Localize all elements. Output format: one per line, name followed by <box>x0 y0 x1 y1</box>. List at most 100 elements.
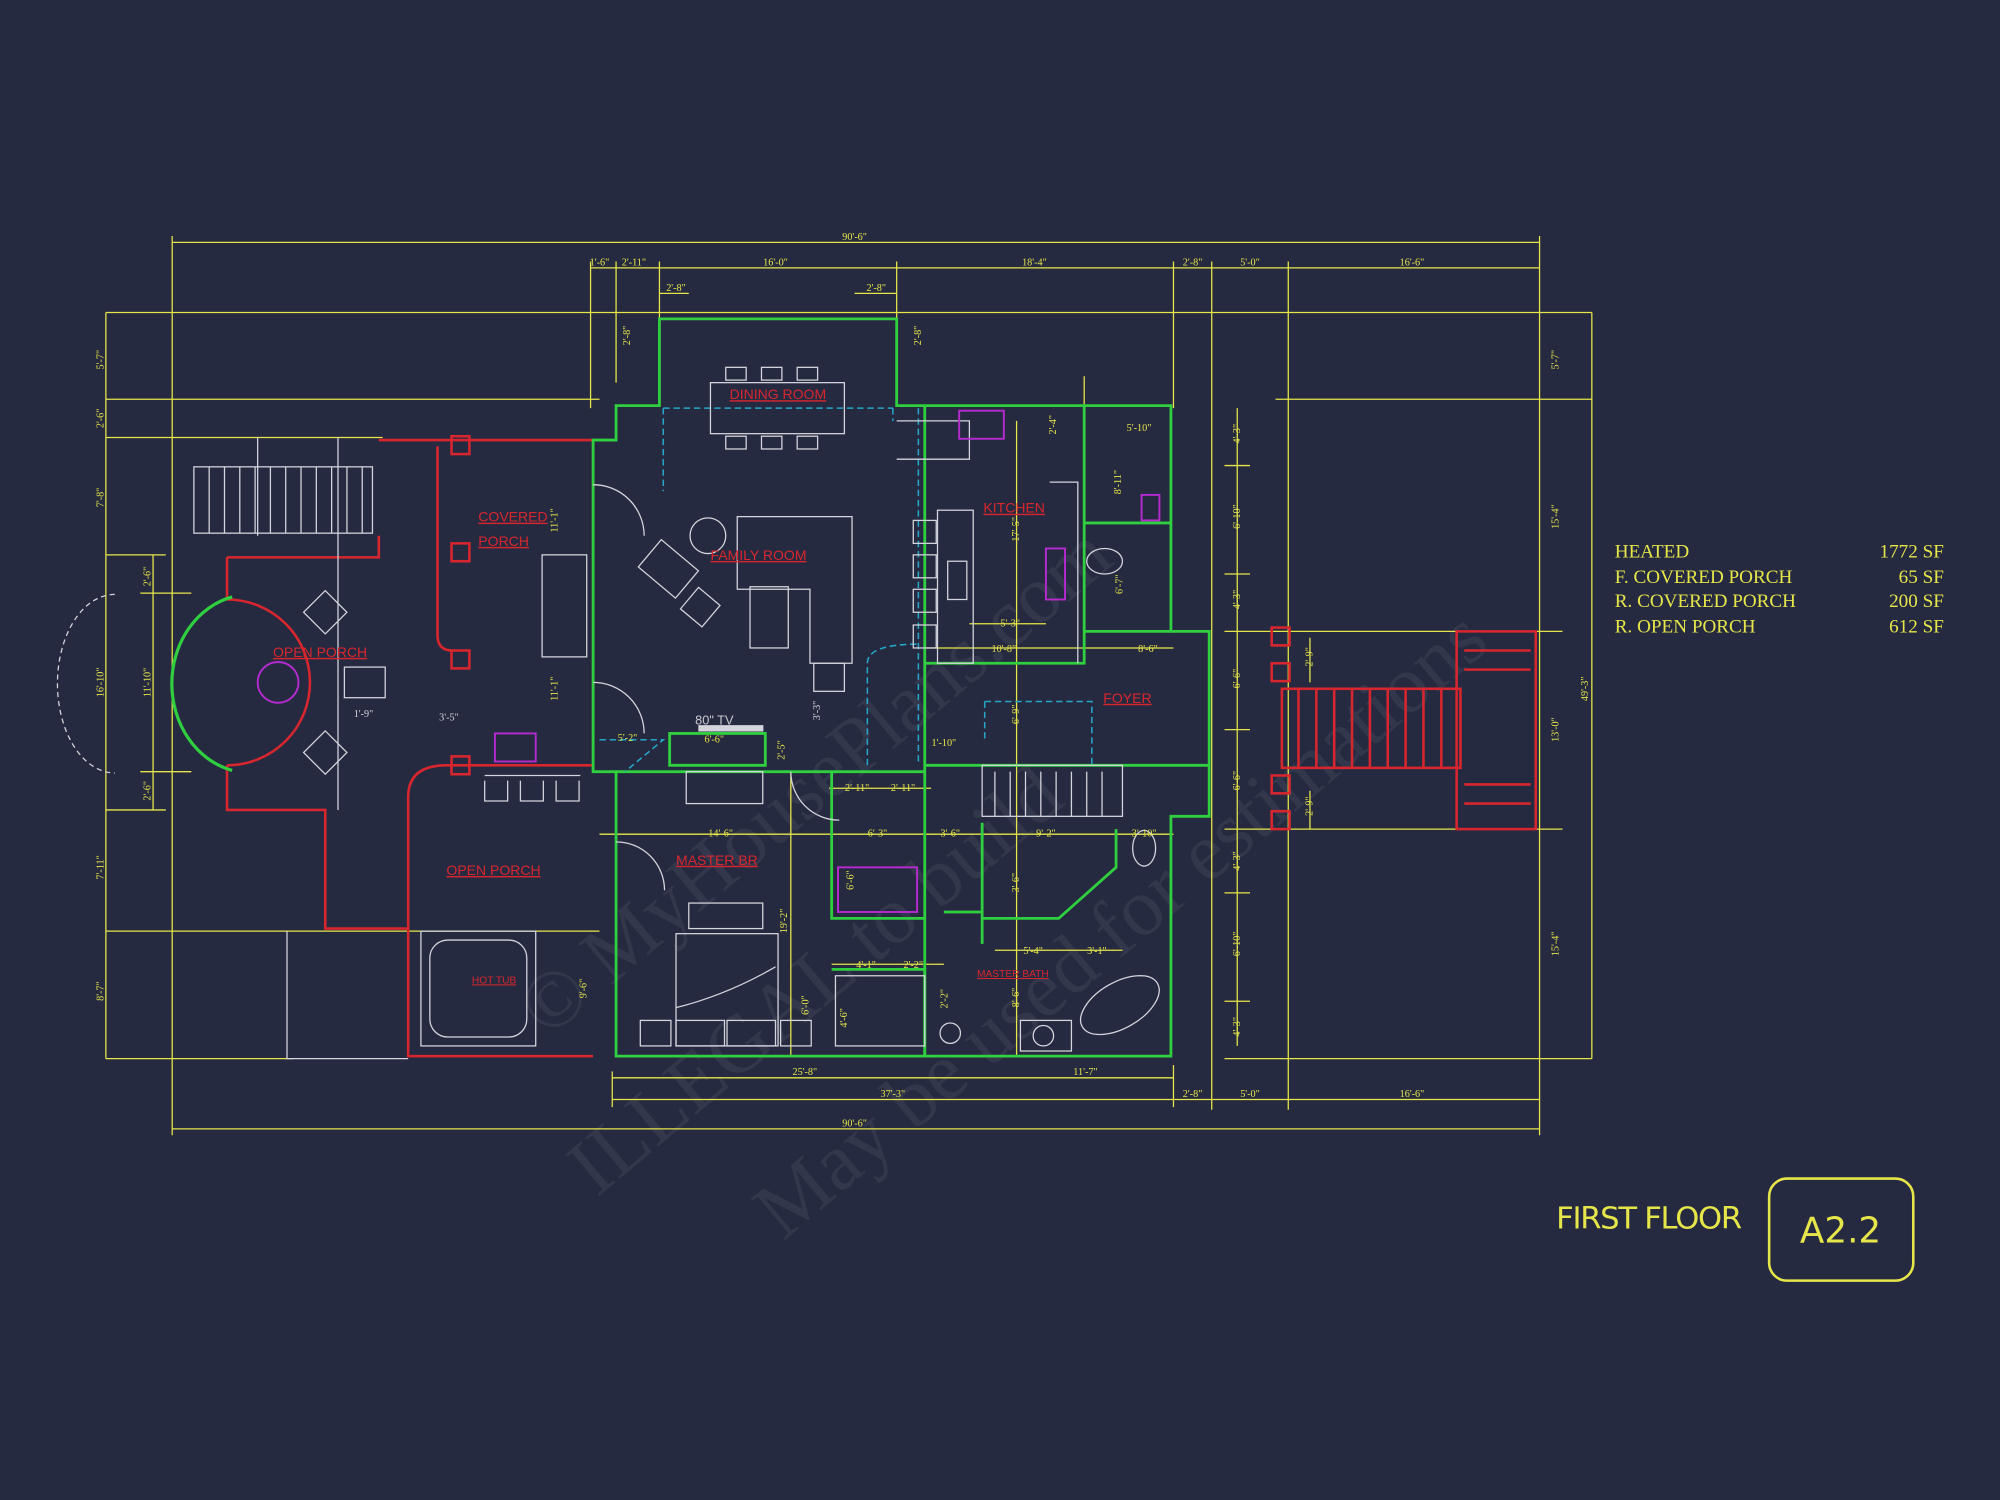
dim-label: 5'-3" <box>1000 618 1020 629</box>
dim-label: 6'-6" <box>845 870 856 890</box>
dim-label: 4'-1" <box>856 960 876 971</box>
dim-label: 2'-8" <box>1183 257 1203 268</box>
dim-label: 3'-6" <box>1011 873 1022 893</box>
title-block: FIRST FLOOR A2.2 <box>1556 1177 1915 1282</box>
dim-label: 11'-10" <box>143 668 154 697</box>
room-label-open-porch-lower: OPEN PORCH <box>446 862 540 878</box>
bay-rail <box>170 595 233 772</box>
room-label-family: FAMILY ROOM <box>710 547 806 563</box>
dim-label: 2'-8" <box>866 283 886 294</box>
dim-label: 37'-3" <box>881 1089 906 1100</box>
dim-label: 4'-3" <box>1232 424 1243 444</box>
dim-label: 15'-4" <box>1551 504 1562 529</box>
dim-label: 5'-0" <box>1240 257 1260 268</box>
dim-label: 17'-5" <box>1011 517 1022 542</box>
area-label: F. COVERED PORCH <box>1615 567 1793 588</box>
dim-label: 6'-6" <box>704 734 724 745</box>
dim-label: 11'-1" <box>549 677 560 701</box>
dim-label: 8'-7" <box>95 981 106 1001</box>
dim-label: 18'-4" <box>1022 257 1047 268</box>
hot-tub <box>420 930 537 1047</box>
dim-label: 6'-3" <box>868 829 888 840</box>
room-label-dining: DINING ROOM <box>730 386 827 402</box>
dim-label: 2'-5" <box>776 740 787 760</box>
dim-label: 7'-11" <box>95 855 106 879</box>
dim-label: 2'-8" <box>666 283 686 294</box>
left-porches <box>225 434 595 1058</box>
dim-label: 9'-6" <box>579 979 590 999</box>
dim-label: 6'-10" <box>1232 932 1243 957</box>
dim-label: 4'-3" <box>1232 851 1243 871</box>
area-value: 200 SF <box>1889 591 1944 612</box>
area-label: HEATED <box>1615 541 1690 562</box>
dim-label: 1'-10" <box>932 738 957 749</box>
dim-label: 7'-8" <box>95 488 106 508</box>
room-label-foyer: FOYER <box>1103 690 1151 706</box>
sheet-number-box <box>1767 1177 1915 1282</box>
dim-label: 13'-0" <box>1551 717 1562 742</box>
dim-label: 2'-11" <box>622 257 646 268</box>
porch-stair <box>193 437 409 1060</box>
dim-overall-top: 90'-6" <box>842 232 867 243</box>
dim-label: 2'-8" <box>622 326 633 346</box>
dim-label: 2'-2" <box>903 960 923 971</box>
area-value: 65 SF <box>1899 567 1944 588</box>
dim-label: 1'-9" <box>354 709 374 720</box>
area-schedule: HEATED 1772 SF F. COVERED PORCH 65 SF R.… <box>1615 541 1944 637</box>
tv-label: 80" TV <box>695 712 734 727</box>
dim-label: 8'-6" <box>1011 988 1022 1008</box>
dim-overall-right: 49'-3" <box>1580 676 1591 701</box>
dim-label: 3'-10" <box>1132 829 1157 840</box>
room-label-covered-porch-2: PORCH <box>478 533 529 549</box>
dim-label: 2'-8" <box>1183 1089 1203 1100</box>
dim-label: 5'-0" <box>1240 1089 1260 1100</box>
dim-label: 2'-9" <box>1305 647 1316 667</box>
dim-label: 5'-4" <box>1023 946 1043 957</box>
area-label: R. OPEN PORCH <box>1615 617 1756 638</box>
dim-label: 14'-6" <box>708 829 733 840</box>
dim-label: 16'-0" <box>763 257 788 268</box>
dim-label: 6'-7" <box>1114 574 1125 594</box>
dim-label: 6'-6" <box>1232 669 1243 689</box>
dim-label: 4'-3" <box>1232 1017 1243 1037</box>
room-label-hot-tub: HOT TUB <box>472 975 517 986</box>
ceiling-lines <box>599 407 1093 773</box>
dim-label: 1'-6" <box>590 257 610 268</box>
dim-label: 2'-8" <box>913 326 924 346</box>
dim-label: 10'-8" <box>991 644 1016 655</box>
dim-label: 11'-7" <box>1073 1067 1097 1078</box>
dim-label: 19'-2" <box>779 909 790 934</box>
dimension-lines <box>105 235 1593 1136</box>
area-value: 1772 SF <box>1880 541 1944 562</box>
drawing-title: FIRST FLOOR <box>1556 1201 1742 1236</box>
area-value: 612 SF <box>1889 617 1944 638</box>
dim-label: 2'-6" <box>143 781 154 801</box>
dim-label: 4'-3" <box>1232 590 1243 610</box>
dim-label: 16'-6" <box>1400 1089 1425 1100</box>
bay-window-arc <box>56 593 115 774</box>
fire-pit <box>256 661 300 704</box>
dim-label: 5'-7" <box>95 350 106 370</box>
fixtures <box>484 366 1160 1052</box>
dim-label: 6'-9" <box>1011 704 1022 724</box>
room-label-open-porch-left: OPEN PORCH <box>273 644 367 660</box>
dim-label: 4'-6" <box>839 1008 850 1028</box>
dim-label: 16'-6" <box>1400 257 1425 268</box>
accent-fixtures <box>493 409 1161 913</box>
sheet-number: A2.2 <box>1800 1210 1881 1251</box>
dim-label: 9'-2" <box>1036 829 1056 840</box>
dim-label: 11'-1" <box>549 508 560 532</box>
room-label-kitchen: KITCHEN <box>983 500 1045 516</box>
dimension-labels: 90'-6" 1'-6" 2'-11" 16'-0" 18'-4" 2'-8" … <box>95 232 1591 1129</box>
porch-chairs <box>302 554 588 776</box>
dim-label: 6'-6" <box>1232 771 1243 791</box>
dim-label: 6'-0" <box>801 995 812 1015</box>
dim-overall-bottom: 90'-6" <box>842 1118 867 1129</box>
dim-label: 5'-2" <box>618 733 638 744</box>
dim-label: 2'-6" <box>143 567 154 587</box>
room-label-covered-porch-1: COVERED <box>478 509 547 525</box>
dim-label: 2'-11" <box>891 783 915 794</box>
dim-label: 8'-11" <box>1113 470 1124 494</box>
dim-label: 5'-10" <box>1127 423 1152 434</box>
